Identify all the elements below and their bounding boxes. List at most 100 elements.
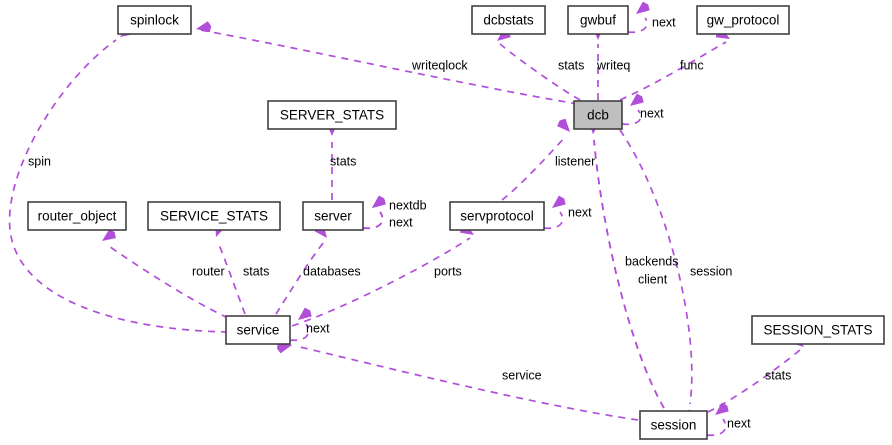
node-dcb[interactable]: dcb [573, 100, 623, 130]
edge-line [295, 345, 639, 421]
edge-e-server-next-server [362, 195, 386, 230]
arrow-head-icon [372, 195, 386, 208]
edge-label-e-dcb-stats-dcbstats: stats [558, 58, 584, 72]
edge-e-session-service [276, 342, 639, 421]
edge-label-e-server-next-server: next [389, 215, 413, 229]
edge-label-e-dcb-session-session: session [690, 264, 732, 278]
edge-e-service-spin-spinlock [8, 24, 229, 333]
edge-label-e-session-backends-dcb: backends [625, 254, 679, 268]
edge-label-e-session-stats: stats [765, 368, 791, 382]
node-label-server: server [314, 209, 352, 224]
node-label-SERVICE_STATS: SERVICE_STATS [160, 209, 268, 224]
edge-label-e-session-client-dcb: client [638, 272, 668, 286]
edge-line [291, 237, 471, 327]
edge-e-session-next [706, 402, 729, 437]
edge-label-e-server-nextdb-server: nextdb [389, 198, 427, 212]
node-box-spinlock[interactable] [117, 5, 192, 35]
arrow-head-icon [276, 342, 292, 354]
node-service[interactable]: service [225, 315, 291, 345]
edge-e-servprotocol-listener-dcb [501, 118, 570, 201]
edge-e-dcb-func-gwprotocol [619, 27, 730, 101]
node-gw_protocol[interactable]: gw_protocol [696, 5, 790, 35]
edge-label-e-service-stats: stats [243, 264, 269, 278]
edge-e-dcb-writeqlock-spinlock [196, 21, 579, 105]
edge-e-gwbuf-next-gwbuf [627, 1, 650, 34]
node-dcbstats[interactable]: dcbstats [471, 5, 546, 35]
node-SERVICE_STATS[interactable]: SERVICE_STATS [147, 201, 281, 231]
node-label-dcb: dcb [587, 108, 609, 123]
edge-line [199, 29, 579, 105]
node-box-service[interactable] [225, 315, 291, 345]
node-SERVER_STATS[interactable]: SERVER_STATS [267, 100, 397, 130]
node-box-servprotocol[interactable] [449, 201, 545, 231]
edge-line [627, 17, 648, 34]
node-label-session: session [651, 418, 697, 433]
node-label-gwbuf: gwbuf [580, 13, 616, 28]
arrow-head-icon [636, 1, 650, 14]
edge-label-e-service-router: router [192, 264, 225, 278]
node-label-gw_protocol: gw_protocol [707, 13, 780, 28]
edge-label-e-service-next: next [306, 321, 330, 335]
edge-label-e-dcb-func-gwprotocol: func [680, 58, 704, 72]
node-box-server[interactable] [302, 201, 364, 231]
node-gwbuf[interactable]: gwbuf [567, 5, 629, 35]
arrow-head-icon [630, 93, 644, 106]
edge-line [362, 211, 384, 230]
node-box-SESSION_STATS[interactable] [751, 315, 885, 345]
arrow-head-icon [552, 195, 566, 208]
edge-line [619, 129, 693, 405]
edge-line [289, 323, 310, 342]
edge-e-dcb-next-dcb [621, 93, 644, 126]
node-box-dcbstats[interactable] [471, 5, 546, 35]
node-server[interactable]: server [302, 201, 364, 231]
node-servprotocol[interactable]: servprotocol [449, 201, 545, 231]
edge-label-e-servprotocol-listener-dcb: listener [555, 154, 595, 168]
edge-label-e-session-service: service [502, 368, 542, 382]
node-box-SERVICE_STATS[interactable] [147, 201, 281, 231]
edge-label-e-dcb-next-dcb: next [640, 106, 664, 120]
edge-label-e-service-spin-spinlock: spin [28, 154, 51, 168]
node-spinlock[interactable]: spinlock [117, 5, 192, 35]
edge-e-servprotocol-next [543, 195, 566, 230]
edge-e-service-next [289, 307, 312, 342]
edge-label-e-dcb-writeq-gwbuf: writeq [596, 58, 630, 72]
edge-labels-layer: writeqlock spin stats writeq next func next sta… [28, 15, 791, 430]
node-box-SERVER_STATS[interactable] [267, 100, 397, 130]
node-session[interactable]: session [639, 410, 708, 440]
edge-line [105, 243, 229, 319]
edge-line [619, 41, 727, 101]
arrow-head-icon [715, 402, 729, 415]
arrow-head-icon [102, 228, 116, 241]
edge-line [501, 135, 567, 201]
edge-line [217, 241, 246, 315]
edge-label-e-service-ports: ports [434, 264, 462, 278]
edge-e-service-router [102, 228, 229, 319]
node-box-router_object[interactable] [27, 201, 127, 231]
node-label-spinlock: spinlock [130, 13, 179, 28]
arrow-head-icon [298, 307, 312, 320]
edge-line [593, 139, 665, 409]
edge-line [543, 211, 564, 230]
edge-line [707, 349, 801, 413]
arrow-head-icon [196, 21, 212, 33]
arrow-head-icon [557, 118, 570, 132]
node-box-dcb[interactable] [573, 100, 623, 130]
node-box-gwbuf[interactable] [567, 5, 629, 35]
node-label-SESSION_STATS: SESSION_STATS [763, 323, 872, 338]
edge-label-e-dcb-writeqlock-spinlock: writeqlock [411, 58, 468, 72]
node-SESSION_STATS[interactable]: SESSION_STATS [751, 315, 885, 345]
node-label-dcbstats: dcbstats [483, 13, 534, 28]
edge-label-e-gwbuf-next-gwbuf: next [652, 15, 676, 29]
node-box-session[interactable] [639, 410, 708, 440]
node-router_object[interactable]: router_object [27, 201, 127, 231]
node-label-SERVER_STATS: SERVER_STATS [280, 108, 384, 123]
edge-line [706, 418, 727, 437]
node-box-gw_protocol[interactable] [696, 5, 790, 35]
edge-line [8, 39, 229, 333]
edge-label-e-server-stats-serverstats: stats [330, 154, 356, 168]
edge-line [275, 241, 325, 315]
edge-label-e-servprotocol-next: next [568, 205, 592, 219]
